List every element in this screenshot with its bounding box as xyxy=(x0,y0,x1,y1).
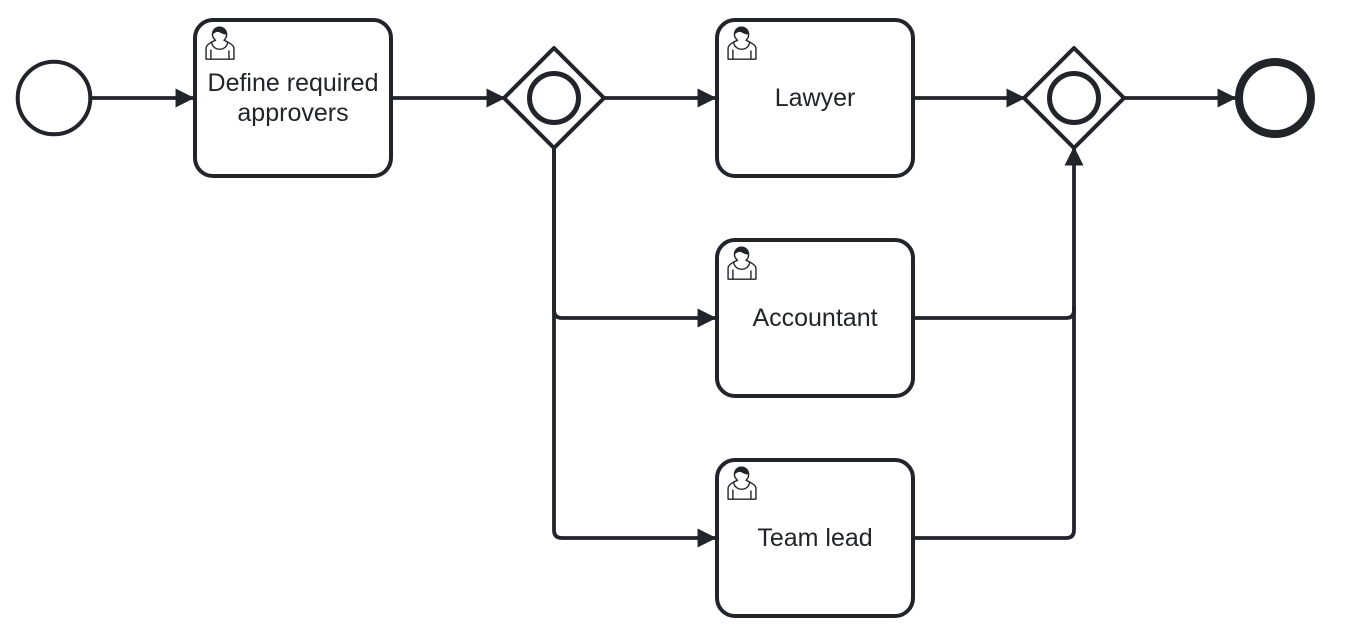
user-task-lawyer[interactable]: Lawyer xyxy=(715,18,915,178)
inclusive-gateway-circle-icon xyxy=(1047,71,1101,125)
task-label: Define required approvers xyxy=(207,69,379,127)
user-task-accountant[interactable]: Accountant xyxy=(715,238,915,398)
start-event[interactable] xyxy=(15,59,93,137)
gateway-diamond xyxy=(502,46,606,150)
gateway-diamond xyxy=(1022,46,1126,150)
task-label: Team lead xyxy=(757,524,873,552)
sequence-flows xyxy=(92,88,1237,548)
inclusive-gateway-circle-icon xyxy=(527,71,581,125)
inclusive-gateway-split[interactable] xyxy=(502,46,606,150)
flow-split-gateway-to-accountant[interactable] xyxy=(552,148,717,328)
end-event[interactable] xyxy=(1235,58,1315,138)
task-label: Accountant xyxy=(752,304,878,332)
flow-accountant-to-join-gateway[interactable] xyxy=(915,146,1084,320)
user-task-team-lead[interactable]: Team lead xyxy=(715,458,915,618)
user-task-define-required-approvers[interactable]: Define required approvers xyxy=(193,18,393,178)
flow-split-gateway-to-team-lead[interactable] xyxy=(552,148,717,548)
inclusive-gateway-join[interactable] xyxy=(1022,46,1126,150)
task-label: Lawyer xyxy=(774,84,856,112)
flow-team-lead-to-join-gateway[interactable] xyxy=(915,306,1076,540)
